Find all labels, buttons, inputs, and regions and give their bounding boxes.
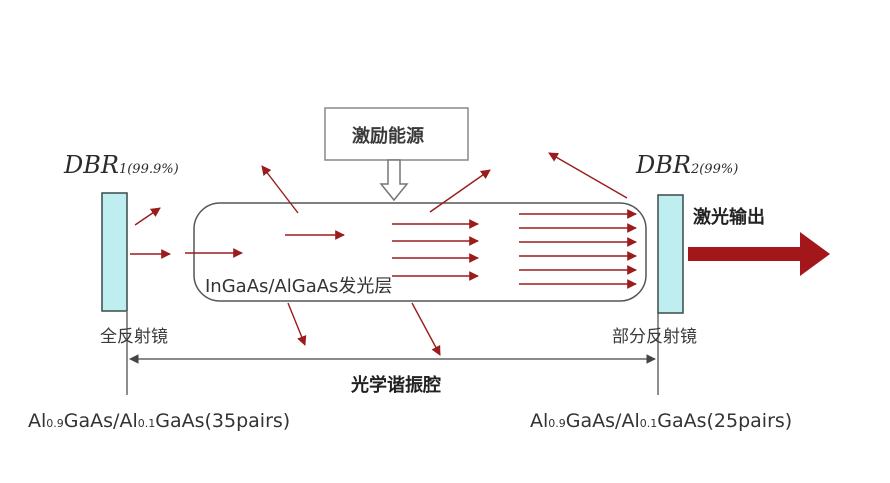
- pump-box: [324, 107, 469, 161]
- right-material-c: GaAs(25pairs): [657, 410, 793, 432]
- right-material-label: Al0.9GaAs/Al0.1GaAs(25pairs): [530, 410, 792, 432]
- left-mirror-label: 全反射镜: [100, 327, 168, 347]
- left-material-c: GaAs(35pairs): [155, 410, 291, 432]
- pump-label: 激励能源: [352, 126, 424, 147]
- right-material-a: Al: [530, 410, 549, 432]
- right-mirror: [657, 194, 684, 314]
- left-material-b: GaAs/Al: [63, 410, 138, 432]
- right-material-a-sub: 0.9: [548, 417, 566, 430]
- photon-arrows: [130, 152, 637, 356]
- left-material-a-sub: 0.9: [46, 417, 64, 430]
- right-material-b: GaAs/Al: [565, 410, 640, 432]
- left-mirror: [101, 192, 128, 312]
- dbr-left-main: DBR: [64, 151, 119, 179]
- dbr-left-sub: 1(99.9%): [118, 162, 179, 177]
- right-mirror-label: 部分反射镜: [612, 327, 697, 347]
- cavity-dimension: [126, 312, 659, 395]
- dbr-right-label: DBR2(99%): [636, 151, 738, 179]
- output-arrow-head: [800, 232, 830, 276]
- dbr-left-label: DBR1(99.9%): [64, 151, 179, 179]
- left-material-label: Al0.9GaAs/Al0.1GaAs(35pairs): [28, 410, 290, 432]
- right-material-b-sub: 0.1: [639, 417, 658, 430]
- dbr-right-sub: 2(99%): [690, 162, 739, 177]
- output-arrow-body: [688, 247, 804, 261]
- dbr-right-main: DBR: [636, 151, 691, 179]
- left-material-b-sub: 0.1: [137, 417, 156, 430]
- cavity-label: 光学谐振腔: [351, 375, 441, 396]
- left-material-a: Al: [28, 410, 47, 432]
- output-label: 激光输出: [693, 207, 765, 228]
- active-layer-label: InGaAs/AlGaAs发光层: [205, 276, 393, 297]
- pump-arrow: [379, 159, 409, 202]
